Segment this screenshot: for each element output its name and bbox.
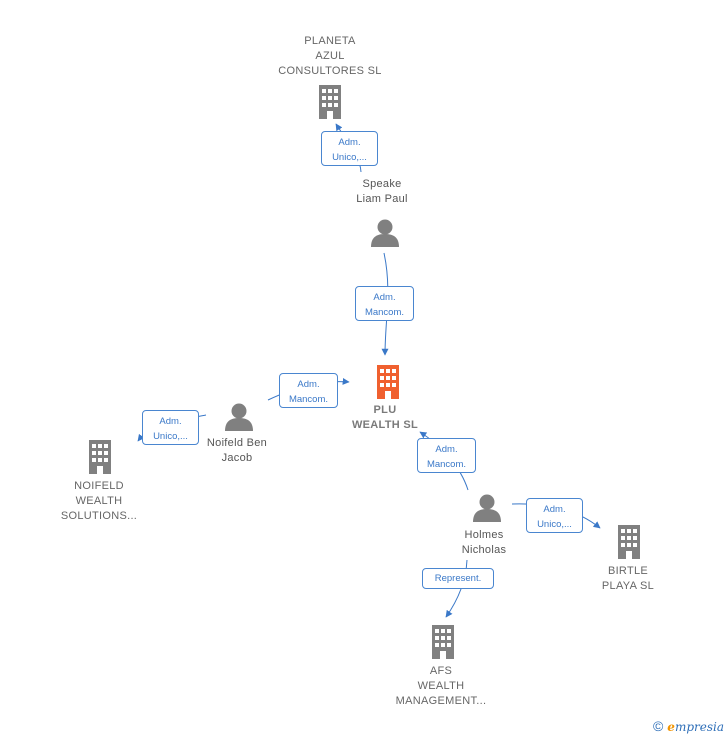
person-icon [473, 494, 501, 522]
node-label-birtle[interactable]: BIRTLE PLAYA SL [601, 565, 655, 592]
edge-label-noifeld-noifeldwealth[interactable]: Adm. Unico,... [142, 410, 199, 445]
person-icon [371, 219, 399, 247]
copyright-symbol: © [652, 718, 664, 734]
edge-label-speake-plu[interactable]: Adm. Mancom. [355, 286, 414, 321]
edge-label-noifeld-plu[interactable]: Adm. Mancom. [279, 373, 338, 408]
edge-holmes-afs [445, 559, 468, 618]
brand-logo-e: e [667, 720, 675, 734]
node-label-planeta[interactable]: PLANETA AZUL CONSULTORES SL [278, 35, 382, 77]
node-label-holmes[interactable]: Holmes Nicholas [461, 529, 507, 556]
building-icon [618, 525, 640, 559]
edge-label-holmes-plu[interactable]: Adm. Mancom. [417, 438, 476, 473]
node-label-afs[interactable]: AFS WEALTH MANAGEMENT... [395, 665, 487, 707]
node-label-speake[interactable]: Speake Liam Paul [356, 178, 408, 205]
node-label-plu[interactable]: PLU WEALTH SL [351, 404, 419, 431]
building-icon [319, 85, 341, 119]
footer-brand: ©empresia [653, 718, 724, 734]
node-label-noifeld-wealth[interactable]: NOIFELD WEALTH SOLUTIONS... [60, 480, 138, 522]
node-label-noifeld-ben[interactable]: Noifeld Ben Jacob [206, 437, 268, 464]
edge-label-holmes-afs[interactable]: Represent. [422, 568, 494, 589]
brand-logo-text: mpresia [674, 720, 724, 734]
edge-label-holmes-birtle[interactable]: Adm. Unico,... [526, 498, 583, 533]
building-icon [432, 625, 454, 659]
building-icon [89, 440, 111, 474]
edge-label-speake-planeta[interactable]: Adm. Unico,... [321, 131, 378, 166]
person-icon [225, 403, 253, 431]
building-icon-main [377, 365, 399, 399]
